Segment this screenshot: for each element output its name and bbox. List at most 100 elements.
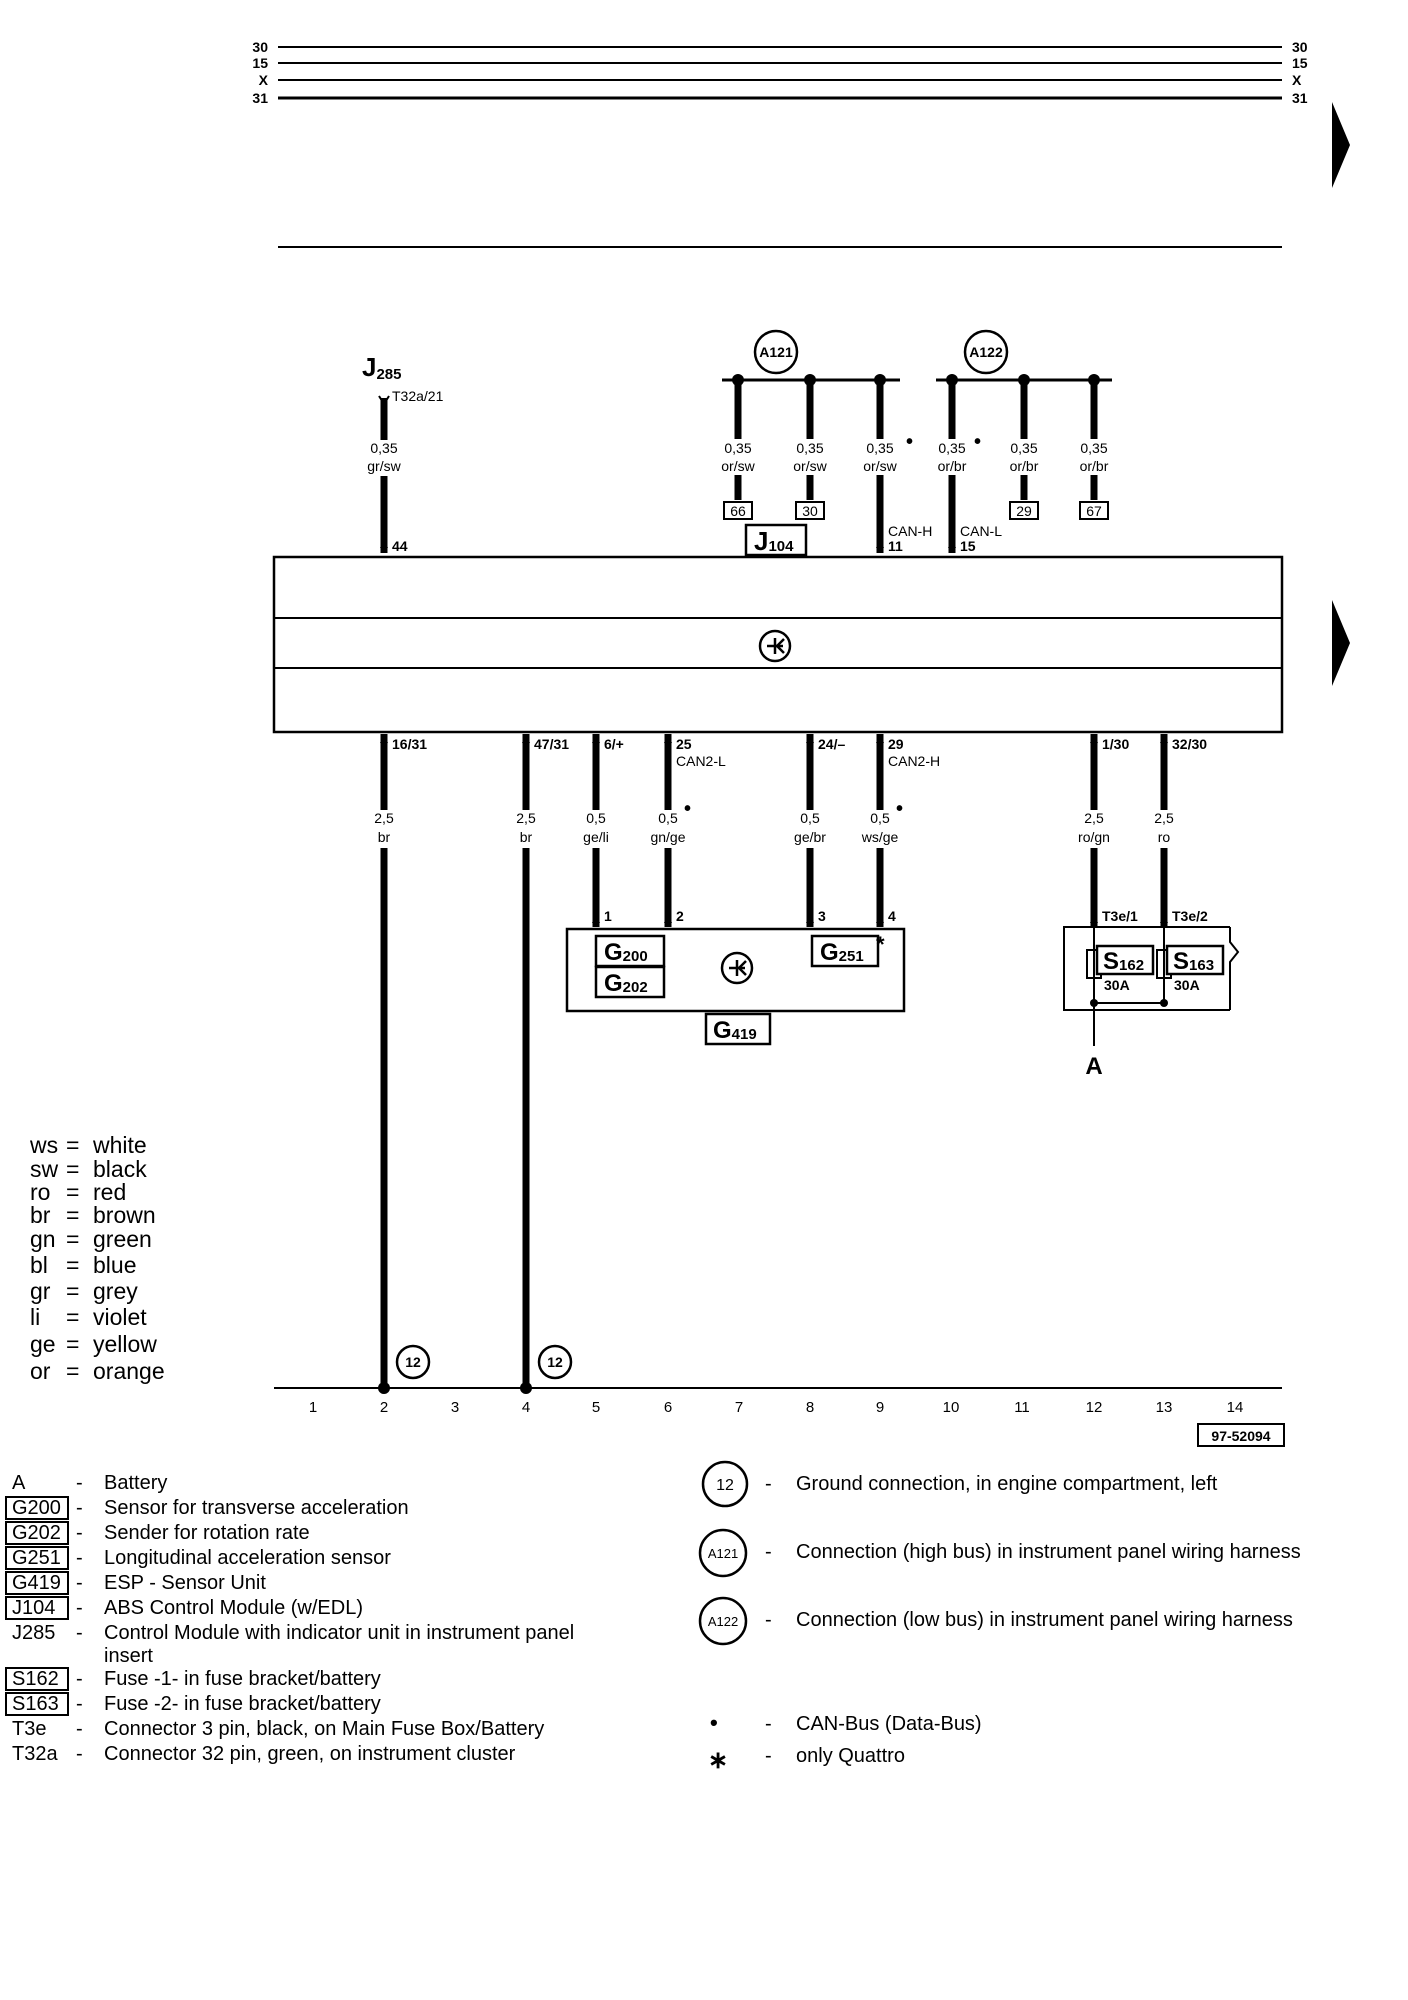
color-code: ws	[29, 1132, 58, 1158]
column-number: 9	[876, 1399, 884, 1416]
ground-connection-icon	[537, 1344, 573, 1380]
legend-dash: -	[76, 1472, 83, 1494]
connector-box-label: 67	[1086, 503, 1102, 519]
s162-label: S162	[1103, 948, 1144, 975]
wire-gauge: 0,35	[796, 440, 823, 456]
legend-code: J285	[12, 1622, 55, 1644]
color-equals: =	[66, 1202, 79, 1228]
j104-module: J104	[272, 523, 1284, 734]
pin-arrow-icon	[522, 742, 530, 752]
pin-arrow-icon	[1090, 913, 1098, 923]
wire-color: ro/gn	[1078, 829, 1110, 845]
label-bg	[510, 810, 542, 848]
legend-dash: -	[765, 1541, 772, 1563]
legend-desc: Connection (low bus) in instrument panel…	[796, 1609, 1293, 1631]
pin-number: 44	[392, 538, 408, 554]
wire-gauge: 0,35	[938, 440, 965, 456]
connector-box-label: 29	[1016, 503, 1032, 519]
j104-label: J104	[754, 526, 794, 556]
color-code: br	[30, 1202, 51, 1228]
connector-box-label: 66	[730, 503, 746, 519]
fuse-box-break-icon	[1229, 927, 1240, 1010]
column-number: 6	[664, 1399, 672, 1416]
rail-label-left: X	[259, 72, 269, 88]
wire-gauge: 2,5	[374, 810, 394, 826]
wire-color: or/sw	[863, 458, 897, 474]
color-code: ro	[30, 1179, 50, 1205]
s163-box	[1165, 944, 1225, 976]
can-bus-dot-icon: •	[710, 1710, 718, 1735]
label-bg	[1148, 810, 1180, 848]
label-bg	[1070, 810, 1118, 848]
continue-arrow-icon	[1332, 102, 1350, 188]
color-equals: =	[66, 1156, 79, 1182]
pin-number: 1/30	[1102, 736, 1129, 752]
wire-gauge: 0,5	[870, 810, 890, 826]
pin-arrow-icon	[664, 913, 672, 923]
label-bg	[368, 810, 400, 848]
fuse-rating: 30A	[1174, 977, 1200, 993]
legend-symbol: A122	[708, 1614, 738, 1629]
legend-desc: Fuse -2- in fuse bracket/battery	[104, 1693, 381, 1715]
fuse-box-outline	[1063, 926, 1230, 1011]
connector-label: T3e/2	[1172, 908, 1208, 924]
battery-label: A	[1085, 1053, 1102, 1080]
legend-code-box	[5, 1596, 69, 1620]
color-code: bl	[30, 1252, 48, 1278]
wire-gauge: 0,35	[724, 440, 751, 456]
legend-symbol: A121	[708, 1546, 738, 1561]
label-bg	[932, 439, 972, 475]
can-label: CAN2-L	[676, 753, 726, 769]
color-name: red	[93, 1179, 126, 1205]
legend-desc: Ground connection, in engine compartment…	[796, 1473, 1218, 1495]
legend-dash: -	[765, 1745, 772, 1767]
connector-label: T32a/21	[392, 388, 444, 404]
a122-label: A122	[969, 344, 1003, 360]
legend-code-box	[5, 1546, 69, 1570]
legend-dash: -	[76, 1522, 83, 1544]
g251-label: G251	[820, 939, 864, 966]
electronic-module-icon	[720, 951, 754, 985]
legend-dash: -	[76, 1497, 83, 1519]
legend-dash: -	[76, 1597, 83, 1619]
color-name: green	[93, 1226, 152, 1252]
s163-label: S163	[1173, 948, 1214, 975]
legend-desc: Sender for rotation rate	[104, 1522, 310, 1544]
legend-code-box	[5, 1692, 69, 1716]
legend-desc: Connector 32 pin, green, on instrument c…	[104, 1743, 516, 1765]
color-code: gn	[30, 1226, 56, 1252]
pin-number: 16/31	[392, 736, 427, 752]
pin-number: 6/+	[604, 736, 624, 752]
column-number: 14	[1227, 1399, 1244, 1416]
g200-label: G200	[604, 939, 648, 966]
pin-number: 25	[676, 736, 692, 752]
quattro-star-icon: ∗	[708, 1747, 728, 1774]
j104-module-box	[272, 555, 1284, 734]
wire-color: or/br	[938, 458, 967, 474]
fuse-box: S162 S163 30A 30A A	[1063, 926, 1240, 1080]
wire-gauge: 0,5	[800, 810, 820, 826]
top-rails: 30 15 X 31 30 15 X 31	[252, 39, 1308, 248]
wire-end-icon	[378, 395, 390, 406]
wire-color: or/sw	[721, 458, 755, 474]
ground-section: 12 12	[274, 1344, 1282, 1394]
wire-gauge: 0,35	[1010, 440, 1037, 456]
can-bus-dot-icon: •	[684, 798, 691, 820]
g419-label-box	[704, 1012, 772, 1046]
g419-box	[565, 927, 906, 1013]
color-name: orange	[93, 1358, 165, 1384]
legend-code-box	[5, 1667, 69, 1691]
g419-label: G419	[713, 1017, 757, 1044]
pin-arrow-icon	[380, 742, 388, 752]
legend-desc: Sensor for transverse acceleration	[104, 1497, 409, 1519]
rail-label-left: 31	[252, 90, 268, 106]
legend-dash: -	[76, 1622, 83, 1644]
color-equals: =	[66, 1132, 79, 1158]
wire-color: ge/br	[794, 829, 826, 845]
column-number: 10	[943, 1399, 960, 1416]
pin-arrow-icon	[592, 742, 600, 752]
wire-color-key: ws = white sw = black ro = red br = brow…	[29, 1132, 165, 1384]
color-name: blue	[93, 1252, 136, 1278]
a121-connection-icon	[698, 1528, 748, 1578]
legend-desc: ABS Control Module (w/EDL)	[104, 1597, 363, 1619]
